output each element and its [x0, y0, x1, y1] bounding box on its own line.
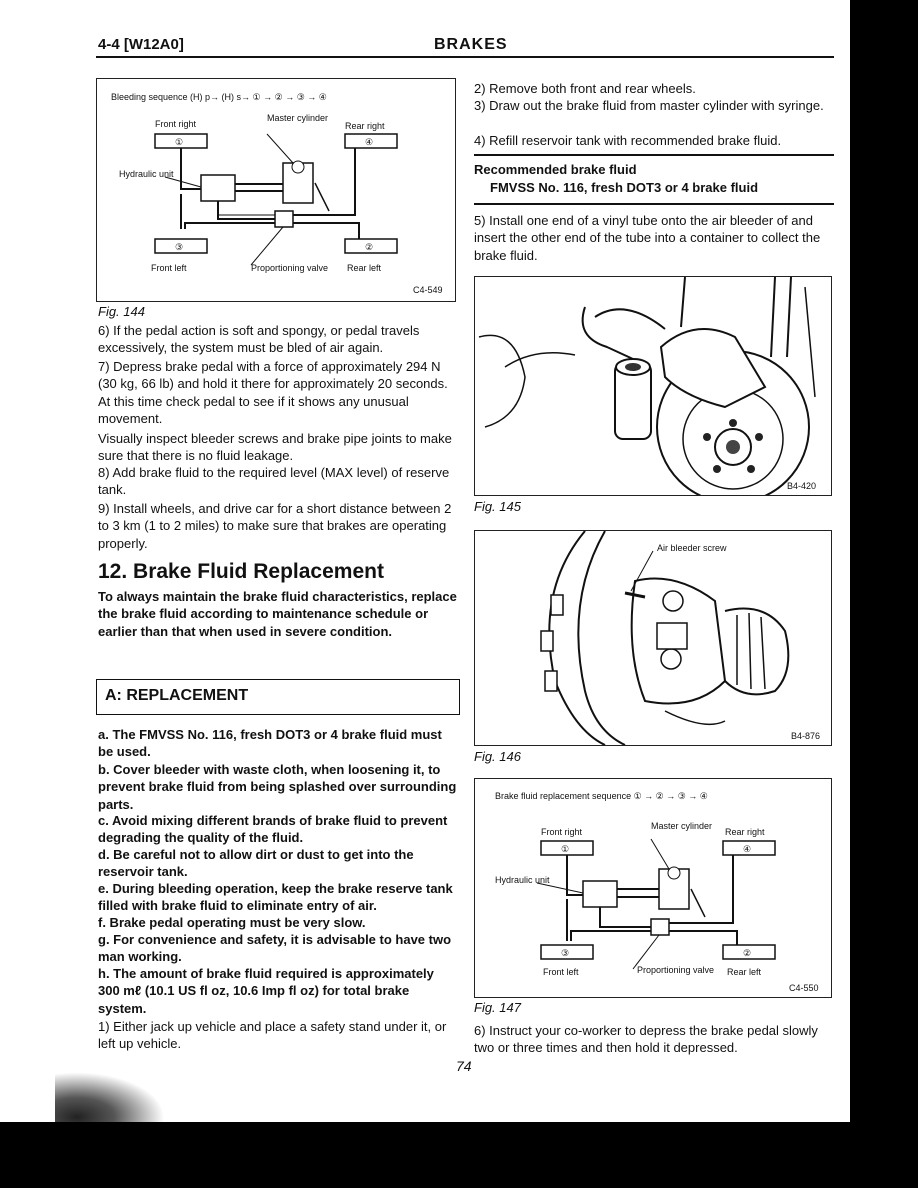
front-left-label: Front left	[151, 263, 187, 273]
note-b: b. Cover bleeder with waste cloth, when …	[98, 762, 457, 812]
header-section-code: 4-4 [W12A0]	[98, 36, 184, 53]
proportioning-valve-label: Proportioning valve	[637, 965, 714, 975]
scan-border-bottom	[0, 1122, 918, 1188]
figure-145-caption: Fig. 145	[474, 499, 521, 514]
recommended-rule-top	[474, 154, 834, 156]
recommended-fluid-title: Recommended brake fluid	[474, 162, 637, 177]
note-c: c. Avoid mixing different brands of brak…	[98, 813, 448, 846]
wheel-3-marker: ③	[175, 242, 183, 252]
section-intro: To always maintain the brake fluid chara…	[98, 589, 457, 639]
note-f: f. Brake pedal operating must be very sl…	[98, 915, 366, 930]
note-a: a. The FMVSS No. 116, fresh DOT3 or 4 br…	[98, 727, 442, 760]
note-g: g. For convenience and safety, it is adv…	[98, 932, 452, 965]
note-h: h. The amount of brake fluid required is…	[98, 966, 434, 1016]
front-left-label: Front left	[543, 967, 579, 977]
figure-id: B4-876	[791, 731, 820, 741]
front-right-label: Front right	[155, 119, 197, 129]
figure-147-diagram: Brake fluid replacement sequence ① → ② →…	[474, 778, 832, 998]
scan-border-right	[850, 0, 918, 1188]
figure-144-caption: Fig. 144	[98, 304, 145, 319]
figure-144-diagram: Bleeding sequence (H) p→ (H) s→ ① → ② → …	[96, 78, 456, 302]
figure-id: C4-549	[413, 285, 443, 295]
step-9-text: 9) Install wheels, and drive car for a s…	[98, 501, 452, 551]
air-bleeder-screw-label: Air bleeder screw	[657, 543, 727, 553]
step-8-text: 8) Add brake fluid to the required level…	[98, 465, 450, 498]
replacement-sequence-label: Brake fluid replacement sequence ① → ② →…	[495, 791, 708, 801]
step-6-right-text: 6) Instruct your co-worker to depress th…	[474, 1023, 818, 1056]
bleeding-sequence-label: Bleeding sequence (H) p→ (H) s→ ① → ② → …	[111, 92, 327, 102]
step-7-inspection-text: Visually inspect bleeder screws and brak…	[98, 431, 452, 464]
master-cylinder-label: Master cylinder	[651, 821, 712, 831]
subsection-box: A: REPLACEMENT	[96, 679, 460, 715]
step-5-text: 5) Install one end of a vinyl tube onto …	[474, 213, 821, 263]
wheel-4-marker: ④	[365, 137, 373, 147]
step-6-text: 6) If the pedal action is soft and spong…	[98, 323, 420, 356]
hydraulic-unit-label: Hydraulic unit	[495, 875, 550, 885]
wheel-1-marker: ①	[561, 844, 569, 854]
rear-right-label: Rear right	[345, 121, 385, 131]
figure-147-caption: Fig. 147	[474, 1000, 521, 1015]
header-rule	[96, 56, 834, 58]
figure-146-photo: Air bleeder screw B4-876	[474, 530, 832, 746]
rear-left-label: Rear left	[727, 967, 762, 977]
note-e: e. During bleeding operation, keep the b…	[98, 881, 453, 914]
rear-left-label: Rear left	[347, 263, 382, 273]
recommended-rule-bottom	[474, 203, 834, 205]
wheel-2-marker: ②	[365, 242, 373, 252]
note-d: d. Be careful not to allow dirt or dust …	[98, 847, 414, 880]
step-3-text: 3) Draw out the brake fluid from master …	[474, 98, 824, 113]
proportioning-valve-label: Proportioning valve	[251, 263, 328, 273]
step-1-text: 1) Either jack up vehicle and place a sa…	[98, 1019, 447, 1052]
step-4-text: 4) Refill reservoir tank with recommende…	[474, 133, 782, 148]
wheel-3-marker: ③	[561, 948, 569, 958]
page-number: 74	[456, 1058, 472, 1074]
wheel-2-marker: ②	[743, 948, 751, 958]
header-title: BRAKES	[434, 36, 508, 53]
wheel-1-marker: ①	[175, 137, 183, 147]
scan-smudge	[55, 1072, 165, 1122]
figure-id: C4-550	[789, 983, 819, 993]
step-2-text: 2) Remove both front and rear wheels.	[474, 81, 696, 96]
front-right-label: Front right	[541, 827, 583, 837]
step-7-text: 7) Depress brake pedal with a force of a…	[98, 359, 448, 427]
figure-145-photo: B4-420	[474, 276, 832, 496]
wheel-4-marker: ④	[743, 844, 751, 854]
master-cylinder-label: Master cylinder	[267, 113, 328, 123]
section-title: 12. Brake Fluid Replacement	[98, 560, 384, 583]
figure-id: B4-420	[787, 481, 816, 491]
figure-146-caption: Fig. 146	[474, 749, 521, 764]
subsection-title: A: REPLACEMENT	[105, 687, 249, 704]
hydraulic-unit-label: Hydraulic unit	[119, 169, 174, 179]
recommended-fluid-value: FMVSS No. 116, fresh DOT3 or 4 brake flu…	[490, 180, 759, 195]
rear-right-label: Rear right	[725, 827, 765, 837]
